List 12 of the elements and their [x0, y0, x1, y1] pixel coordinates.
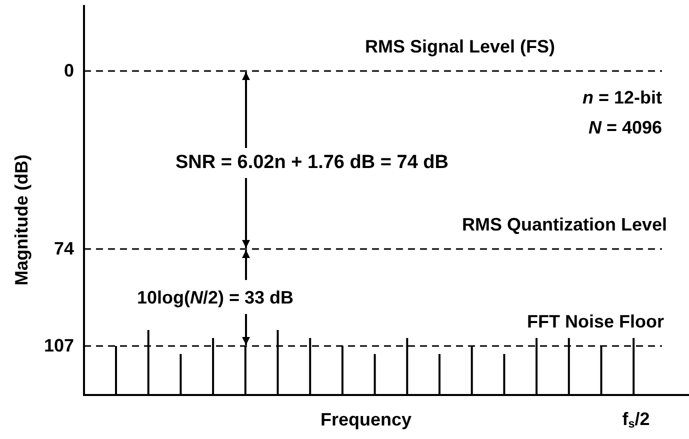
level-label: RMS Quantization Level: [462, 214, 667, 236]
axis-tick-label: 107: [44, 336, 74, 356]
level-label: RMS Signal Level (FS): [364, 36, 556, 58]
axis-tick-label: f$_{s}$/2: [622, 408, 650, 432]
axis-tick-label: 74: [54, 238, 74, 260]
axis-tick-label: 0: [64, 60, 74, 82]
formula-label: 10log(N/2) = 33 dB: [137, 288, 294, 308]
parameter-label: n = 12-bit: [582, 88, 662, 108]
parameter-label: N = 4096: [588, 118, 662, 138]
level-label: FFT Noise Floor: [527, 312, 664, 332]
axis-title: Magnitude (dB): [12, 154, 32, 286]
axis-title: Frequency: [320, 410, 412, 430]
